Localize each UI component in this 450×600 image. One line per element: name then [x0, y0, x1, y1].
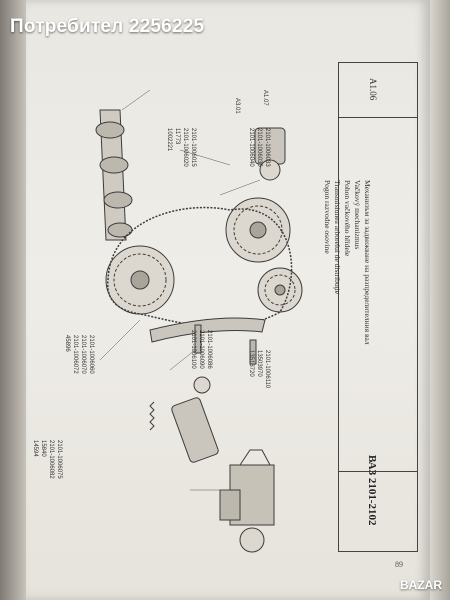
part-label: 2101-1006090	[198, 330, 204, 369]
part-label: A1.07	[262, 90, 268, 106]
timing-chain-drawing	[107, 206, 293, 328]
part-label: 2101-1006110	[264, 350, 270, 389]
part-label: 2101-1006082	[48, 440, 54, 479]
part-label: 11773	[174, 128, 180, 145]
figure-code: A1.06	[368, 78, 378, 101]
crankshaft-sprocket-drawing	[257, 267, 303, 313]
part-label: 2101-1006033	[264, 128, 270, 167]
title-block	[338, 62, 418, 552]
oil-pump-drawing	[219, 449, 275, 553]
chain-tensioner-drawing	[171, 376, 219, 463]
part-label: 2101-1006072	[72, 335, 78, 374]
book-spine-shadow	[0, 0, 26, 600]
part-label: 15840	[40, 440, 46, 457]
part-label: A3.01	[234, 98, 240, 114]
part-label: 2101-1006040	[248, 128, 254, 167]
title-line: Механизъм за задвижване на разпределител…	[363, 180, 372, 345]
exploded-parts-diagram	[95, 89, 303, 553]
page-number: 89	[395, 560, 403, 569]
camshaft-sprocket-drawing	[225, 197, 291, 263]
bolt-drawing	[249, 339, 257, 365]
intermediate-sprocket-drawing	[105, 245, 175, 315]
title-block-divider	[339, 471, 417, 472]
brand-logo: BAZAR	[400, 578, 442, 592]
title-line: Vačkový mechanizmus	[353, 180, 362, 250]
seller-watermark: Потребител 2256225	[10, 16, 205, 37]
part-label: 2101-1006075	[56, 440, 62, 479]
title-line: Pohon vačkového hřídele	[343, 180, 352, 257]
title-line: Transmisiunea arborelui de distribuţie	[333, 180, 342, 295]
leader-lines	[99, 89, 261, 491]
page-edge	[430, 0, 450, 600]
chain-guide-drawing	[149, 317, 266, 343]
title-block-divider	[339, 117, 417, 118]
vehicle-model: ВАЗ 2101-2102	[366, 455, 378, 526]
part-label: 2101-1006070	[80, 335, 86, 374]
part-label: 1002221	[166, 128, 172, 152]
distributor-gear-drawing	[254, 127, 286, 181]
part-label: 2101-1006015	[190, 128, 196, 167]
part-label: 2101-1006086	[206, 330, 212, 369]
part-label: 13503970	[256, 350, 262, 377]
bolt-drawing	[194, 324, 202, 354]
camshaft-drawing	[95, 109, 133, 241]
part-label: 2101-1006060	[88, 335, 94, 374]
spring-drawing	[149, 401, 155, 431]
part-label: 45896	[64, 335, 70, 352]
part-label: 13513720	[248, 350, 254, 377]
part-label: 2101-1006100	[190, 330, 196, 369]
part-label: 14594	[32, 440, 38, 457]
part-label: 2101-1006035	[256, 128, 262, 167]
part-label: 2101-1006020	[182, 128, 188, 167]
